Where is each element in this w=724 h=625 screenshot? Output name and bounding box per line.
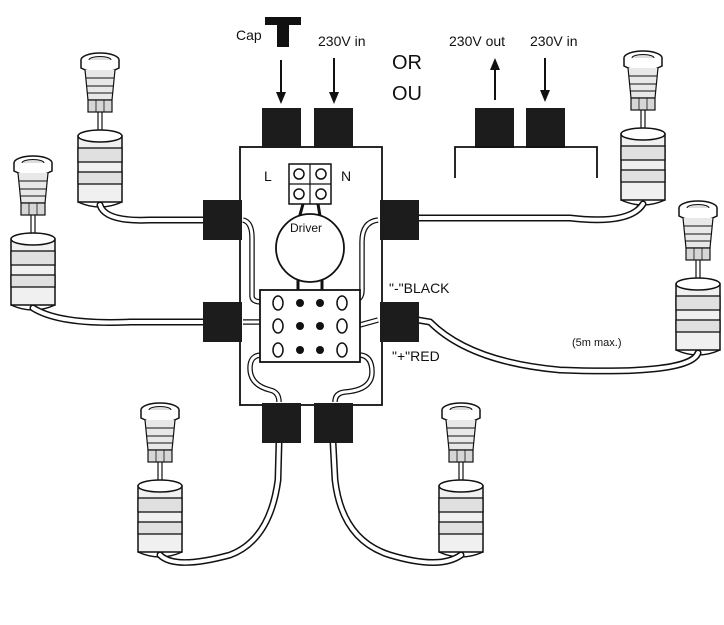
cap-t-shape [265, 17, 301, 47]
distribution-block [259, 289, 361, 363]
lamp-bottom-left [137, 402, 183, 558]
driver-circle [275, 213, 345, 283]
lamp-mid-right [675, 200, 721, 356]
lamp-top-right [620, 50, 666, 206]
input-230v-left-label: 230V in [318, 33, 365, 49]
lamp-mid-left [10, 155, 56, 311]
connector-bottom-2 [314, 403, 353, 443]
connector-left-lower [203, 302, 242, 342]
red-positive-label: "+"RED [392, 348, 440, 364]
terminal-block [288, 163, 332, 205]
driver-label: Driver [290, 221, 322, 235]
connector-right-upper [380, 200, 419, 240]
arrow-in-right-down [540, 58, 550, 102]
bracket [454, 146, 598, 178]
connector-in-right [526, 108, 565, 148]
connector-right-lower [380, 302, 419, 342]
terminal-l-label: L [264, 168, 272, 184]
terminal-n-label: N [341, 168, 351, 184]
arrow-out-up [490, 58, 500, 100]
connector-out [475, 108, 514, 148]
arrow-cap-down [276, 60, 286, 104]
output-230v-label: 230V out [449, 33, 505, 49]
cables [29, 200, 702, 566]
lamp-top-left [77, 52, 123, 208]
max-length-label: (5m max.) [572, 337, 622, 349]
black-negative-label: "-"BLACK [389, 280, 450, 296]
lamp-bottom-right [438, 402, 484, 558]
or-label: OR [392, 52, 422, 74]
input-230v-right-label: 230V in [530, 33, 577, 49]
connector-left-upper [203, 200, 242, 240]
ou-label: OU [392, 83, 422, 105]
connector-top-1 [262, 108, 301, 148]
connector-top-2 [314, 108, 353, 148]
cap-label: Cap [236, 27, 262, 43]
connector-bottom-1 [262, 403, 301, 443]
arrow-in-left-down [329, 58, 339, 104]
